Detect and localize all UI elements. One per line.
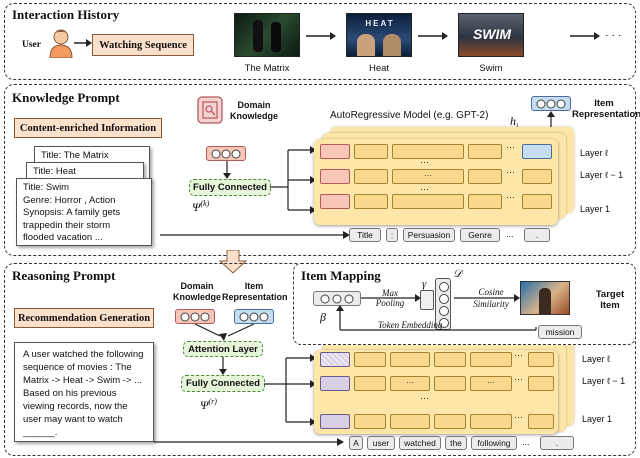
card-swim: Title: Swim Genre: Horror , Action Synop… xyxy=(16,178,152,246)
kp-domain-vector xyxy=(206,146,246,161)
im-target-poster xyxy=(520,281,570,315)
rp-row-dots: ··· xyxy=(420,393,429,403)
kp-cells: ··· ··· ··· ··· xyxy=(318,142,554,224)
rp-item-rep-label: Item Representation xyxy=(222,281,288,302)
rp-fc-to-layers-connector xyxy=(264,354,316,426)
rp-token-the: the xyxy=(445,436,467,450)
kp-layer-1: Layer 1 xyxy=(580,204,611,214)
kp-token-genre: Genre xyxy=(460,228,500,242)
movie-label-the-matrix: The Matrix xyxy=(244,63,290,74)
im-max-pooling-label: Max Pooling xyxy=(375,288,405,308)
domain-knowledge-icon xyxy=(197,96,223,124)
knowledge-prompt-title: Knowledge Prompt xyxy=(12,90,120,105)
kp-item-rep-vector xyxy=(531,96,571,111)
im-token-embedding-arrow xyxy=(336,305,537,331)
rp-domain-knowledge-label: Domain Knowledge xyxy=(172,281,221,302)
im-gamma-vector xyxy=(420,290,434,310)
seq-arrow-3 xyxy=(570,32,600,40)
kp-token-title: Title xyxy=(349,228,381,242)
im-mission-token: mission xyxy=(538,325,582,339)
watching-sequence-box: Watching Sequence xyxy=(92,34,194,56)
interaction-history-panel xyxy=(4,3,636,80)
rp-token-user: user xyxy=(367,436,395,450)
kp-vector-to-fc-arrow xyxy=(223,161,231,179)
rp-fully-connected: Fully Connected xyxy=(181,375,265,392)
kp-psi-label: Ψ(k) xyxy=(192,199,210,214)
rp-token-watched: watched xyxy=(399,436,441,450)
sequence-ellipsis: · · · xyxy=(605,30,622,42)
kp-fully-connected: Fully Connected xyxy=(189,179,271,196)
user-avatar-icon xyxy=(49,29,73,58)
rp-item-vector xyxy=(234,309,274,324)
kp-row-dots: ··· xyxy=(420,157,429,167)
rp-layer-l-1: Layer ℓ − 1 xyxy=(582,376,626,386)
im-beta-vector xyxy=(313,291,361,306)
movie-label-swim: Swim xyxy=(479,63,503,74)
kp-model-label: AutoRegressive Model (e.g. GPT-2) xyxy=(330,110,489,121)
im-maxpool-arrow xyxy=(361,294,421,302)
content-enriched-box: Content-enriched Information xyxy=(14,118,162,138)
im-cosine-arrow xyxy=(454,294,520,302)
kp-token-ellipsis: ... xyxy=(506,229,514,239)
im-token-embedding-label: Token Embedding xyxy=(378,320,443,330)
rp-attention-layer: Attention Layer xyxy=(183,341,263,357)
im-beta-label: β xyxy=(320,310,326,324)
poster-the-matrix xyxy=(234,13,300,57)
knowledge-prompt-panel xyxy=(4,84,636,256)
kp-layer-l: Layer ℓ xyxy=(580,148,608,158)
down-block-arrow xyxy=(219,250,247,274)
kp-item-rep-label: Item Representation xyxy=(572,98,640,120)
kp-domain-knowledge-label: Domain Knowledge xyxy=(229,100,278,121)
im-target-item-label: Target Item xyxy=(595,289,625,311)
seq-arrow-2 xyxy=(418,32,448,40)
kp-token-period: . xyxy=(524,228,550,242)
im-D-label: 𝒟 xyxy=(453,268,462,280)
recommendation-generation-box: Recommendation Generation xyxy=(14,308,154,328)
im-D-vector xyxy=(435,278,451,330)
kp-layer-l-1: Layer ℓ − 1 xyxy=(580,170,624,180)
kp-h-label: hi xyxy=(510,114,519,131)
movie-label-heat: Heat xyxy=(368,63,390,74)
kp-token-colon: : xyxy=(386,228,398,242)
rp-token-following: following xyxy=(471,436,517,450)
rp-cells: ··· ··· ··· ··· ··· xyxy=(318,350,554,432)
seq-arrow-1 xyxy=(306,32,336,40)
reasoning-prompt-card: A user watched the following sequence of… xyxy=(14,342,154,442)
reasoning-prompt-title: Reasoning Prompt xyxy=(12,268,116,283)
im-cosine-label: Cosine Similarity xyxy=(473,287,509,309)
rp-attn-to-fc-arrow xyxy=(219,357,227,375)
rp-domain-vector xyxy=(175,309,215,324)
interaction-history-title: Interaction History xyxy=(12,7,120,22)
card-to-tokens-arrow xyxy=(160,231,350,239)
item-mapping-title: Item Mapping xyxy=(301,268,381,283)
rp-layer-1: Layer 1 xyxy=(582,414,613,424)
kp-row-dots-2: ··· xyxy=(420,184,429,194)
user-arrow xyxy=(74,39,92,47)
rp-token-period: . xyxy=(540,436,574,450)
kp-fc-to-layers-connector xyxy=(270,146,316,214)
rp-token-ellipsis: ... xyxy=(522,437,530,447)
poster-heat: HEAT xyxy=(346,13,412,57)
rp-vectors-to-attention xyxy=(194,324,255,341)
kp-token-persuasion: Persuasion xyxy=(403,228,455,242)
rp-layer-l: Layer ℓ xyxy=(582,354,610,364)
im-gamma-label: γ xyxy=(422,278,427,290)
rp-token-a: A xyxy=(349,436,363,450)
rp-card-to-tokens-arrow xyxy=(154,438,344,446)
user-label: User xyxy=(22,40,41,50)
rp-psi-label: Ψ(r) xyxy=(200,397,217,412)
poster-swim: SWIM xyxy=(458,13,524,57)
